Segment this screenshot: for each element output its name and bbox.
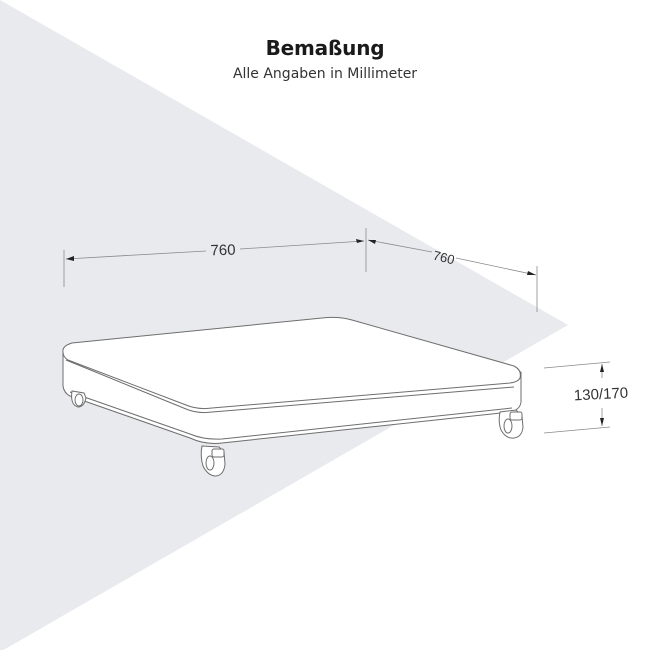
depth-dimension	[367, 239, 538, 312]
height-dimension	[543, 361, 611, 434]
depth-dimension-label: 760	[432, 248, 457, 268]
height-dimension-label: 130/170	[574, 385, 629, 405]
page-title: Bemaßung	[265, 36, 385, 60]
platform-top	[62, 316, 521, 410]
platform-base	[62, 316, 522, 444]
platform-edge-line	[65, 359, 515, 414]
width-dimension	[63, 228, 367, 287]
caster-wheel-front	[200, 445, 226, 477]
caster-wheel-left	[71, 390, 87, 408]
caster-wheel-right	[498, 409, 524, 439]
width-dimension-label: 760	[210, 242, 236, 260]
platform-bottom-line	[69, 391, 513, 440]
page-subtitle: Alle Angaben in Millimeter	[232, 66, 418, 82]
